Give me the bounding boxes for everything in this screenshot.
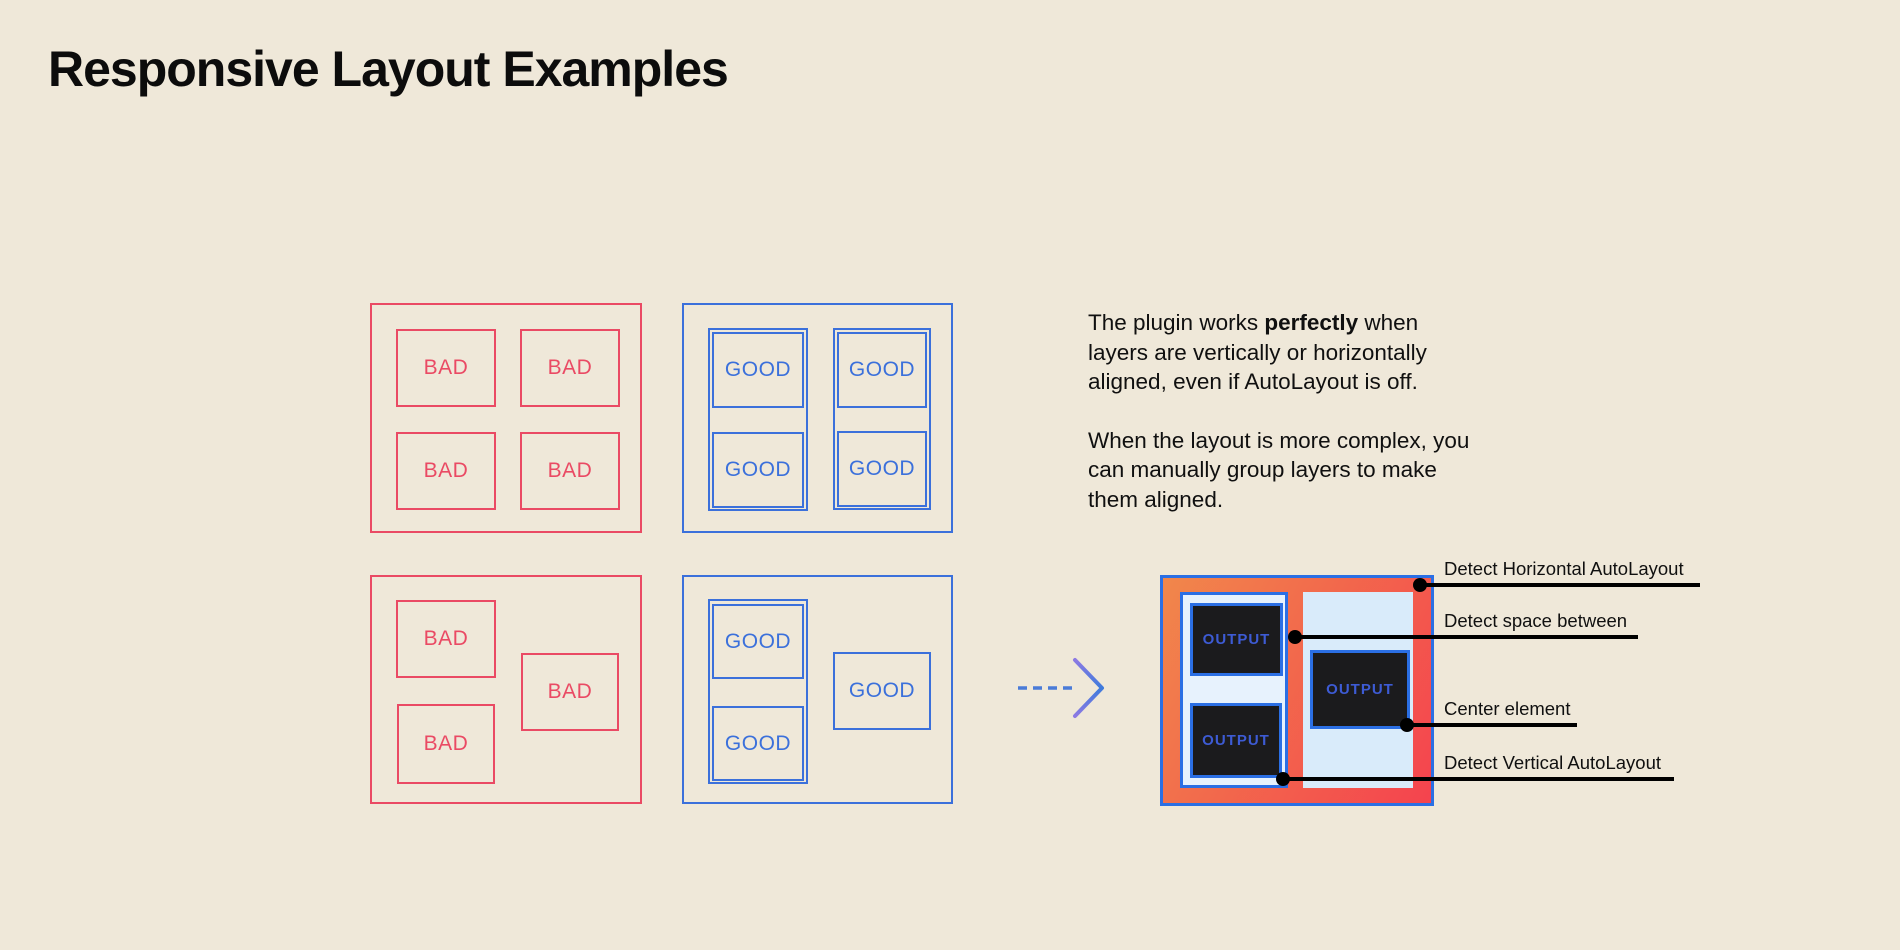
bad-free-panel: BAD BAD BAD (370, 575, 642, 804)
description-bold-word: perfectly (1264, 310, 1359, 335)
description-paragraph-2: When the layout is more complex, you can… (1088, 427, 1470, 512)
good-free-panel: GOOD GOOD GOOD (682, 575, 953, 804)
output-box: OUTPUT (1310, 650, 1410, 729)
description-text-run: The plugin works (1088, 310, 1265, 335)
callout-line (1295, 635, 1638, 639)
output-box: OUTPUT (1190, 703, 1282, 778)
good-cell: GOOD (837, 332, 927, 408)
callout-dot (1276, 772, 1290, 786)
result-center-group: OUTPUT (1303, 592, 1413, 788)
callout-dot (1413, 578, 1427, 592)
callout-line (1407, 723, 1577, 727)
description-paragraph-1: The plugin works perfectly when layers a… (1088, 308, 1568, 397)
good-grid-panel: GOOD GOOD GOOD GOOD (682, 303, 953, 533)
result-panel: OUTPUT OUTPUT OUTPUT (1160, 575, 1434, 806)
bad-cell: BAD (396, 600, 496, 678)
good-cell: GOOD (712, 706, 804, 781)
callout-line (1283, 777, 1674, 781)
callout-label: Detect Vertical AutoLayout (1444, 752, 1661, 773)
page-title: Responsive Layout Examples (48, 41, 729, 97)
result-vertical-group: OUTPUT OUTPUT (1180, 592, 1288, 788)
callout-dot (1288, 630, 1302, 644)
bad-cell: BAD (521, 653, 619, 731)
good-cell: GOOD (712, 332, 804, 408)
callout-label: Detect Horizontal AutoLayout (1444, 558, 1684, 579)
good-group-wrapper: GOOD GOOD (708, 599, 808, 784)
bad-cell: BAD (520, 432, 620, 510)
callout-label: Center element (1444, 698, 1571, 719)
callout-dot (1400, 718, 1414, 732)
bad-cell: BAD (397, 704, 495, 784)
description-text: The plugin works perfectly when layers a… (1088, 308, 1568, 514)
bad-grid-panel: BAD BAD BAD BAD (370, 303, 642, 533)
description-text-run: layers are vertically or horizontally al… (1088, 339, 1427, 395)
description-text-run: when (1358, 310, 1419, 335)
callout-label: Detect space between (1444, 610, 1628, 631)
good-cell: GOOD (833, 652, 931, 730)
bad-cell: BAD (396, 432, 496, 510)
bad-cell: BAD (520, 329, 620, 407)
good-group-wrapper: GOOD GOOD (708, 328, 808, 511)
bad-cell: BAD (396, 329, 496, 407)
good-cell: GOOD (712, 604, 804, 679)
transform-arrow-icon (1018, 658, 1104, 718)
good-cell: GOOD (837, 431, 927, 507)
good-group-wrapper: GOOD GOOD (833, 328, 931, 510)
callout-line (1420, 583, 1700, 587)
good-cell: GOOD (712, 432, 804, 508)
output-box: OUTPUT (1190, 603, 1283, 676)
